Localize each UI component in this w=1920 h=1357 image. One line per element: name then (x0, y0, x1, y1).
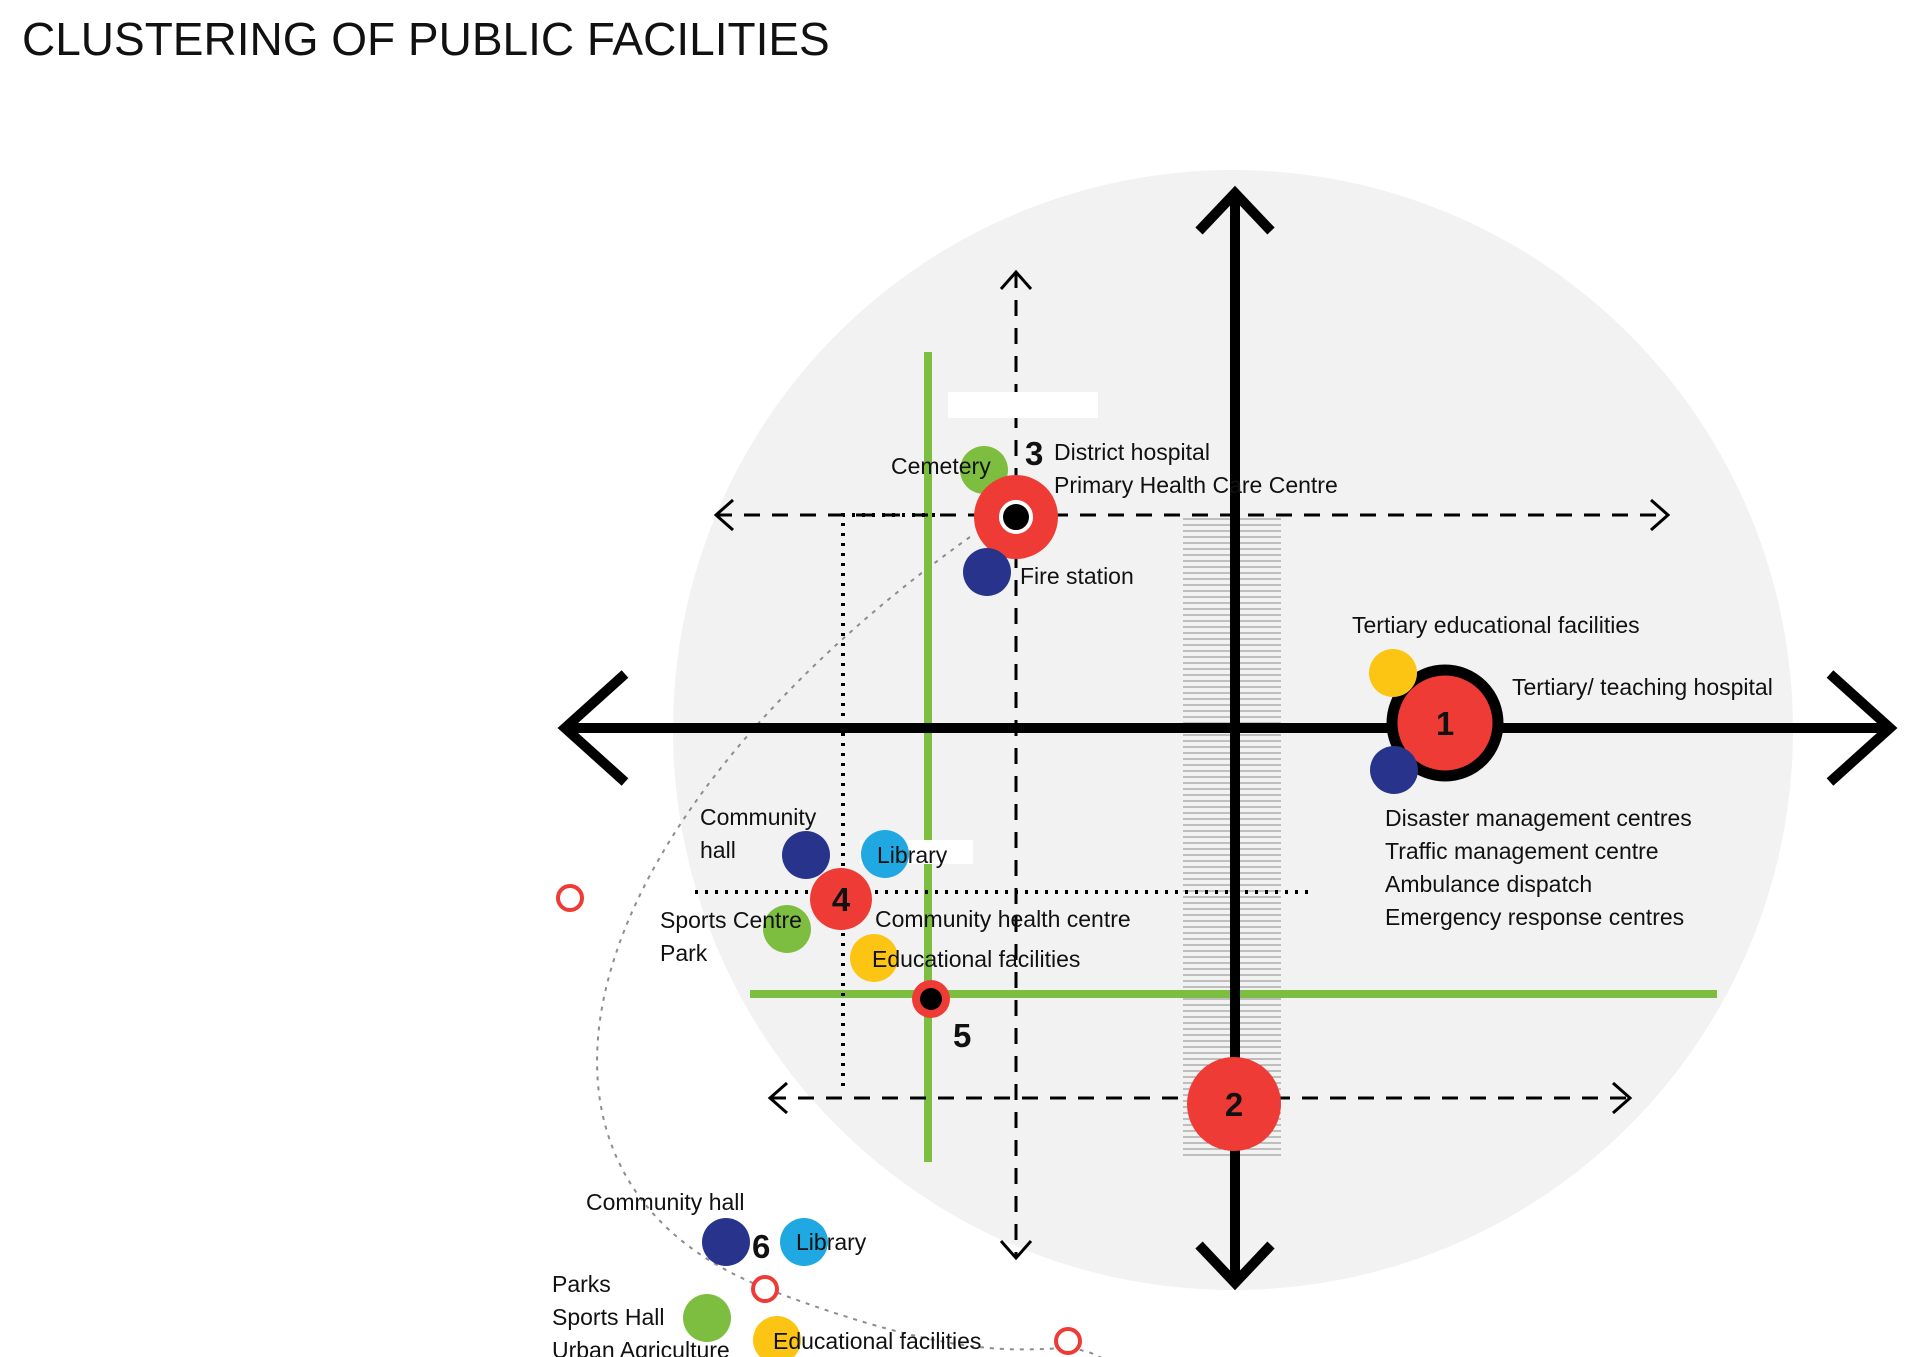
label-sports-hall: Sports Hall (552, 1304, 664, 1330)
node-3-centre (999, 500, 1033, 534)
label-community-hall: Community hall (586, 1189, 745, 1215)
label-community-hall: hall (700, 837, 736, 863)
community-hall-icon (782, 831, 830, 879)
educational-facilities-icon (850, 934, 898, 982)
node-3-number: 3 (1025, 435, 1043, 472)
label-tertiary-educational: Tertiary educational facilities (1352, 612, 1640, 638)
arrowhead-up (999, 269, 1033, 290)
arrowhead-left (767, 1081, 788, 1115)
label-primary-health-care: Primary Health Care Centre (1054, 472, 1338, 498)
node-5-number: 5 (953, 1017, 971, 1054)
node-4-hub (810, 868, 872, 930)
label-community-health-centre: Community health centre (875, 906, 1131, 932)
route-stop-marker (751, 1275, 779, 1303)
disaster-management-icon (1370, 746, 1418, 794)
label-fire-station: Fire station (1020, 563, 1134, 589)
node-1-hub (1386, 664, 1504, 782)
node-1-number: 1 (1436, 705, 1454, 742)
route-stop-marker (556, 884, 584, 912)
label-park: Park (660, 940, 708, 966)
page-title: CLUSTERING OF PUBLIC FACILITIES (22, 13, 830, 65)
arrowhead-left (557, 670, 629, 786)
node-2-number: 2 (1225, 1086, 1243, 1123)
arrowhead-right (1612, 1081, 1633, 1115)
label-library: Library (796, 1229, 867, 1255)
label-community-hall: Community (700, 804, 817, 830)
node-2-hub (1187, 1057, 1281, 1151)
arrowhead-left (713, 498, 734, 532)
sports-centre-icon (763, 905, 811, 953)
label-tertiary-hospital: Tertiary/ teaching hospital (1512, 674, 1773, 700)
route-line (596, 536, 1102, 1357)
arrowhead-right (1650, 498, 1671, 532)
label-backdrop (948, 392, 1098, 418)
community-hall-icon (702, 1218, 750, 1266)
label-emergency-response: Emergency response centres (1385, 904, 1684, 930)
label-district-hospital: District hospital (1054, 439, 1210, 465)
label-educational-facilities: Educational facilities (773, 1328, 981, 1354)
label-urban-agriculture: Urban Agriculture (552, 1337, 730, 1357)
label-disaster-management: Disaster management centres (1385, 805, 1692, 831)
label-educational-facilities: Educational facilities (872, 946, 1080, 972)
label-sports-centre: Sports Centre (660, 907, 802, 933)
educational-facilities-icon (753, 1316, 801, 1357)
fire-station-icon (963, 548, 1011, 596)
arrowhead-up (1195, 185, 1275, 235)
arrowhead-down (999, 1240, 1033, 1261)
arrowhead-right (1826, 670, 1898, 786)
label-library: Library (877, 842, 948, 868)
node-4-number: 4 (832, 881, 851, 918)
library-icon (780, 1218, 828, 1266)
tertiary-educational-icon (1369, 649, 1417, 697)
label-parks: Parks (552, 1271, 611, 1297)
node-5-centre (920, 988, 942, 1010)
arrowhead-down (1195, 1241, 1275, 1291)
label-traffic-management: Traffic management centre (1385, 838, 1659, 864)
route-stop-marker (1054, 1327, 1082, 1355)
node-6-number: 6 (752, 1228, 770, 1265)
label-ambulance-dispatch: Ambulance dispatch (1385, 871, 1592, 897)
parks-icon (683, 1294, 731, 1342)
label-cemetery: Cemetery (891, 453, 991, 479)
library-icon (861, 830, 909, 878)
